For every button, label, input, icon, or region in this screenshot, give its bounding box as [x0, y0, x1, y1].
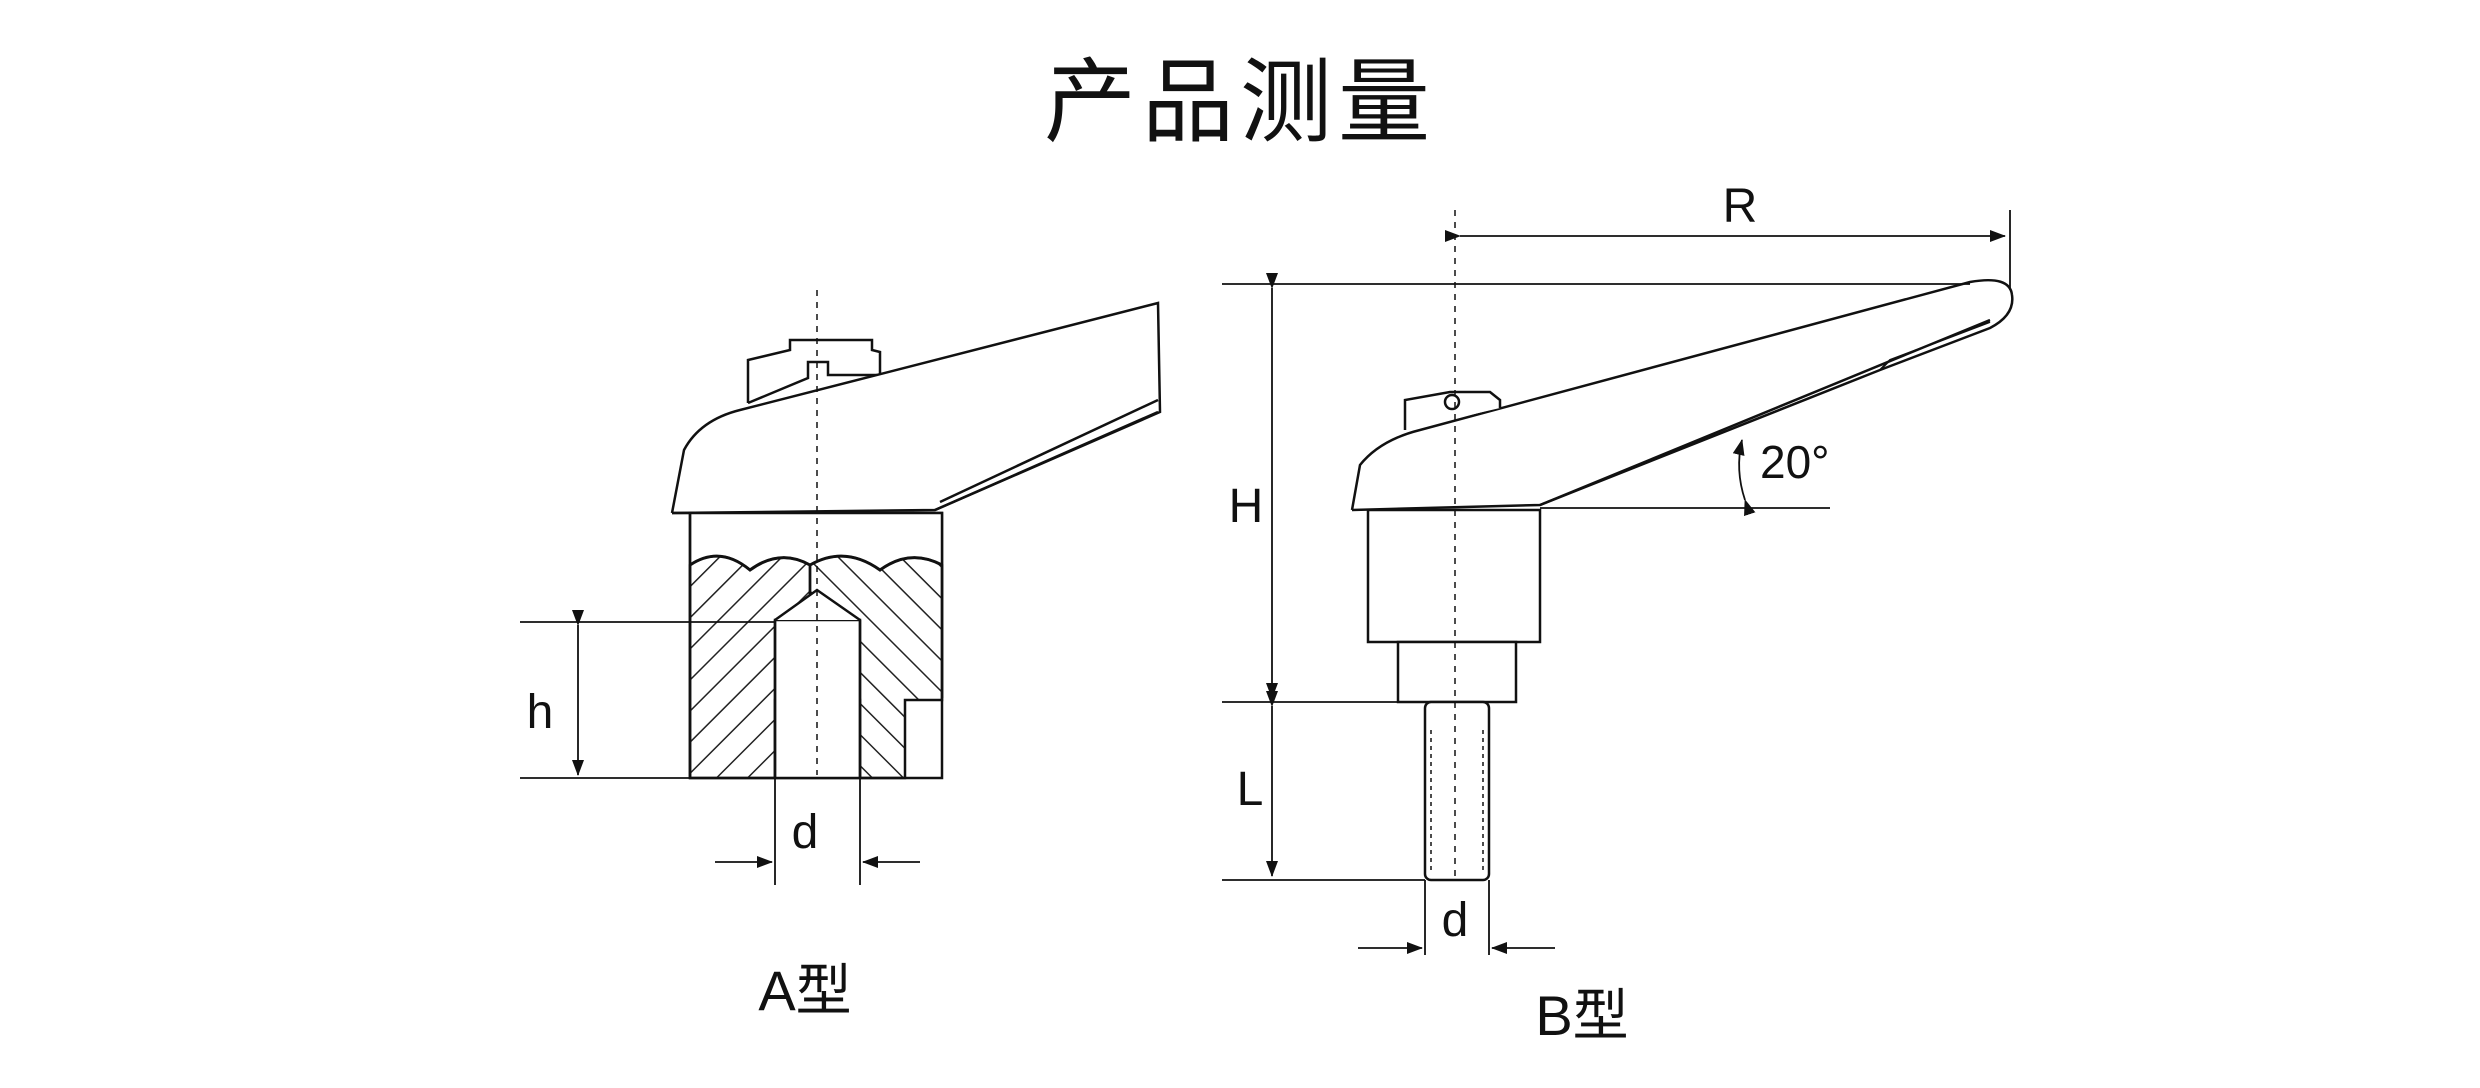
type-b-angle-label: 20° [1760, 436, 1830, 488]
type-b-diagram [1222, 210, 2014, 955]
type-b-housing [1366, 508, 1542, 644]
type-b-label: B型 [1535, 984, 1628, 1047]
type-a-screw-head [746, 338, 882, 405]
type-a-diagram [520, 290, 1162, 885]
type-b-r-label: R [1723, 180, 1758, 233]
type-a-lever [670, 301, 1162, 515]
type-b-h-label: H [1229, 480, 1264, 533]
page-title: 产品测量 [1043, 49, 1436, 156]
type-a-d-label: d [792, 806, 819, 859]
type-b-d-label: d [1442, 894, 1469, 947]
type-b-screw-head [1403, 390, 1502, 430]
type-a-h-label: h [527, 686, 554, 739]
type-b-collar [1396, 640, 1518, 704]
type-b-angle-arc [1732, 439, 1756, 517]
type-b-stud [1423, 700, 1491, 882]
type-b-l-label: L [1237, 763, 1264, 816]
type-a-label: A型 [758, 959, 851, 1022]
type-b-lever [1350, 278, 2014, 512]
